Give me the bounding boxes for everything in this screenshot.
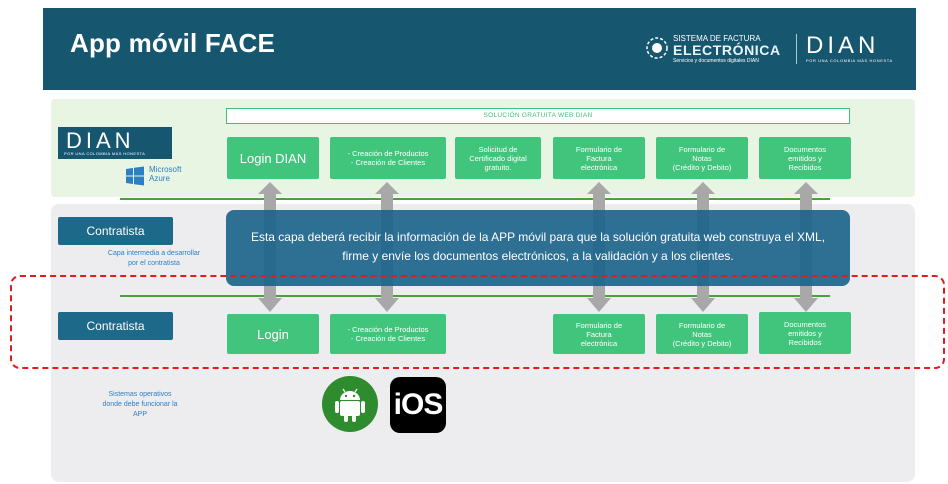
- app-notas-line3: (Crédito y Debito): [672, 338, 732, 348]
- app-clientes-line: - Creación de Clientes: [350, 334, 426, 343]
- dian-logo-word: DIAN: [66, 128, 135, 153]
- top-green-line: [120, 198, 830, 200]
- sistema-factura-line2: ELECTRÓNICA: [673, 42, 781, 58]
- app-documentos-line2: emitidos y: [788, 328, 822, 338]
- notas-line1: Formulario de: [678, 144, 726, 154]
- azure-line1: Microsoft: [149, 165, 182, 174]
- factura-line1: Formulario de: [575, 144, 623, 154]
- bottom-green-line: [120, 295, 830, 297]
- azure-line2: Azure: [149, 174, 170, 183]
- app-factura-line1: Formulario de: [575, 320, 623, 330]
- certificado-box: Solicitud de Certificado digital gratuit…: [455, 137, 541, 179]
- header-banner: [43, 8, 916, 90]
- documentos-line2: emitidos y: [788, 153, 822, 163]
- dian-header-tagline: POR UNA COLOMBIA MÁS HONESTA: [806, 58, 893, 63]
- login-label: Login: [257, 326, 289, 342]
- dian-logo-tagline: POR UNA COLOMBIA MÁS HONESTA: [64, 151, 146, 156]
- login-box: Login: [227, 314, 319, 354]
- documentos-line3: Recibidos: [788, 162, 822, 172]
- notas-box: Formulario de Notas (Crédito y Debito): [656, 137, 748, 179]
- solution-bar: SOLUCIÓN GRATUITA WEB DIAN: [226, 108, 850, 124]
- productos-clientes-box: - Creación de Productos - Creación de Cl…: [330, 137, 446, 179]
- notas-line2: Notas: [692, 153, 712, 163]
- clientes-line: - Creación de Clientes: [350, 158, 426, 167]
- dian-header-logo: DIAN POR UNA COLOMBIA MÁS HONESTA: [806, 32, 910, 66]
- capa-intermedia-overlay: Esta capa deberá recibir la información …: [226, 210, 850, 286]
- factura-box: Formulario de Factura electrónica: [553, 137, 645, 179]
- sistema-factura-icon: [646, 37, 668, 59]
- notas-line3: (Crédito y Debito): [672, 162, 732, 172]
- contratista-bottom-badge: Contratista: [58, 312, 173, 340]
- dian-header-word: DIAN: [806, 32, 880, 59]
- capa-intermedia-note: Capa intermedia a desarrollar por el con…: [107, 250, 201, 267]
- documentos-box: Documentos emitidos y Recibidos: [759, 137, 851, 179]
- app-documentos-line3: Recibidos: [788, 337, 822, 347]
- contratista-middle-badge: Contratista: [58, 217, 173, 245]
- app-documentos-line1: Documentos: [783, 319, 827, 329]
- productos-line: - Creación de Productos: [347, 149, 429, 158]
- factura-line3: electrónica: [580, 162, 618, 172]
- ios-icon: iOS: [390, 377, 446, 433]
- app-productos-clientes-box: - Creación de Productos - Creación de Cl…: [330, 314, 446, 354]
- app-scope-highlight: [10, 275, 945, 369]
- dian-logo: DIAN POR UNA COLOMBIA MÁS HONESTA: [58, 127, 172, 159]
- certificado-line1: Solicitud de: [478, 144, 518, 154]
- app-factura-line3: electrónica: [580, 338, 618, 348]
- login-dian-label: Login DIAN: [239, 150, 307, 166]
- page-title: App móvil FACE: [70, 28, 276, 58]
- login-dian-box: Login DIAN: [227, 137, 319, 179]
- sistema-factura-line1: SISTEMA DE FACTURA: [673, 34, 761, 43]
- app-notas-box: Formulario de Notas (Crédito y Debito): [656, 314, 748, 354]
- windows-icon: [126, 166, 144, 186]
- app-factura-box: Formulario de Factura electrónica: [553, 314, 645, 354]
- sistema-factura-logo: SISTEMA DE FACTURA ELECTRÓNICA Servicios…: [645, 34, 790, 70]
- factura-line2: Factura: [586, 153, 612, 163]
- android-icon: [322, 376, 378, 432]
- app-productos-line: - Creación de Productos: [347, 325, 429, 334]
- sistemas-operativos-note: Sistemas operativos donde debe funcionar…: [102, 391, 178, 418]
- sistema-factura-line3: Servicios y documentos digitales DIAN: [673, 58, 759, 64]
- header-divider: [796, 34, 797, 64]
- app-factura-line2: Factura: [586, 329, 612, 339]
- certificado-line3: gratuito.: [484, 162, 512, 172]
- app-notas-line2: Notas: [692, 329, 712, 339]
- azure-label: Microsoft Azure: [149, 165, 199, 183]
- certificado-line2: Certificado digital: [469, 153, 527, 163]
- app-documentos-box: Documentos emitidos y Recibidos: [759, 312, 851, 354]
- app-notas-line1: Formulario de: [678, 320, 726, 330]
- documentos-line1: Documentos: [783, 144, 827, 154]
